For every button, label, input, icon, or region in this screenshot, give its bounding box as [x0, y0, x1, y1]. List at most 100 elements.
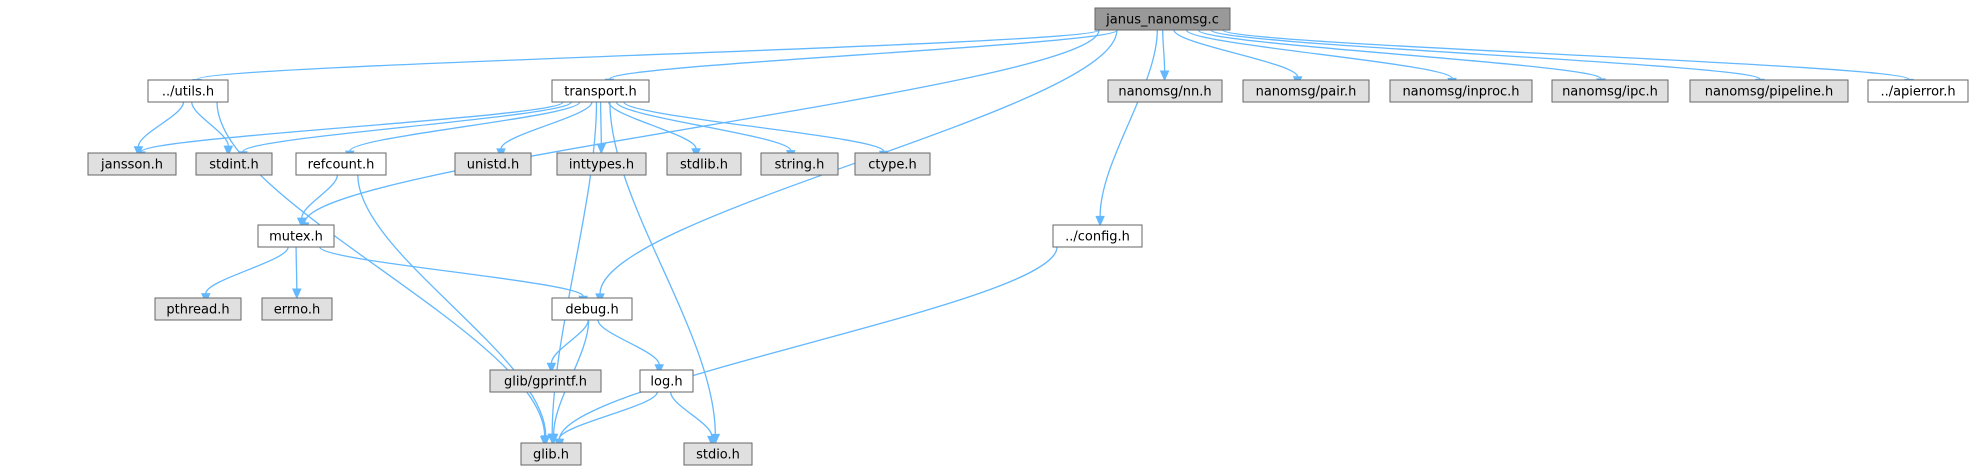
node-label-log: log.h: [650, 375, 682, 390]
node-janus_nanomsg[interactable]: janus_nanomsg.c: [1094, 7, 1231, 31]
node-pair: nanomsg/pair.h: [1242, 79, 1370, 103]
node-box-jansson: [87, 152, 177, 176]
arrowhead-transport-to-inttypes: [596, 143, 607, 155]
node-gprintf: glib/gprintf.h: [489, 369, 602, 393]
arrowhead-refcount-to-glib: [540, 435, 551, 446]
node-label-jansson: jansson.h: [100, 158, 163, 173]
node-label-ctype: ctype.h: [868, 158, 917, 173]
edge-transport-to-jansson: [140, 101, 564, 153]
node-apierror[interactable]: ../apierror.h: [1867, 79, 1969, 103]
node-box-apierror[interactable]: [1867, 79, 1969, 103]
node-debug[interactable]: debug.h: [551, 297, 633, 321]
node-inttypes: inttypes.h: [556, 152, 647, 176]
node-label-pipeline: nanomsg/pipeline.h: [1705, 85, 1833, 100]
node-label-janus_nanomsg: janus_nanomsg.c: [1105, 13, 1219, 28]
node-label-transport: transport.h: [564, 85, 636, 100]
arrowhead-debug-to-log: [654, 364, 664, 375]
edge-transport-to-stdlib: [608, 101, 697, 150]
edge-transport-to-string: [615, 101, 792, 151]
node-string: string.h: [760, 152, 839, 176]
node-box-gprintf: [489, 369, 602, 393]
edge-transport-to-stdint: [242, 101, 572, 153]
node-box-glib: [520, 442, 582, 466]
node-box-config[interactable]: [1052, 224, 1143, 248]
edge-config-to-glib: [558, 246, 1058, 440]
node-label-inproc: nanomsg/inproc.h: [1402, 85, 1519, 100]
node-label-mutex: mutex.h: [269, 230, 323, 245]
node-label-errno: errno.h: [274, 303, 321, 318]
node-pthread: pthread.h: [154, 297, 242, 321]
node-ipc: nanomsg/ipc.h: [1551, 79, 1669, 103]
node-label-stdio: stdio.h: [696, 448, 740, 463]
edge-mutex-to-pthread: [205, 246, 289, 294]
node-label-string: string.h: [775, 158, 825, 173]
node-box-debug[interactable]: [551, 297, 633, 321]
arrowhead-janus_nanomsg-to-config: [1095, 215, 1105, 227]
edge-janus_nanomsg-to-pair: [1173, 29, 1299, 78]
edge-utils-to-glib: [216, 101, 546, 437]
node-label-inttypes: inttypes.h: [569, 158, 634, 173]
node-label-pthread: pthread.h: [166, 303, 229, 318]
node-box-transport[interactable]: [551, 79, 650, 103]
edge-refcount-to-mutex: [301, 174, 339, 219]
node-box-inttypes: [556, 152, 647, 176]
node-box-unistd: [454, 152, 532, 176]
node-log[interactable]: log.h: [639, 369, 694, 393]
edge-debug-to-log: [597, 319, 660, 365]
edge-transport-to-refcount: [349, 101, 581, 152]
node-label-apierror: ../apierror.h: [1880, 85, 1955, 100]
node-box-ctype: [854, 152, 931, 176]
edge-janus_nanomsg-to-inproc: [1185, 29, 1453, 80]
node-config[interactable]: ../config.h: [1052, 224, 1143, 248]
edge-transport-to-ctype: [623, 101, 885, 152]
node-box-errno: [261, 297, 333, 321]
node-box-ipc: [1551, 79, 1669, 103]
edge-janus_nanomsg-to-nn: [1162, 29, 1166, 72]
node-box-refcount[interactable]: [295, 152, 387, 176]
node-label-gprintf: glib/gprintf.h: [504, 375, 587, 390]
node-box-utils[interactable]: [147, 79, 229, 103]
arrowhead-janus_nanomsg-to-nn: [1159, 70, 1170, 82]
edge-log-to-stdio: [669, 391, 713, 437]
arrowhead-mutex-to-errno: [292, 288, 302, 300]
node-stdio: stdio.h: [683, 442, 753, 466]
edge-utils-to-stdint: [191, 101, 229, 147]
node-label-unistd: unistd.h: [467, 158, 520, 173]
edge-janus_nanomsg-to-pipeline: [1210, 29, 1761, 80]
node-box-pipeline: [1689, 79, 1849, 103]
edge-janus_nanomsg-to-transport: [608, 29, 1119, 80]
node-box-stdlib: [666, 152, 742, 176]
node-box-inproc: [1389, 79, 1533, 103]
node-box-janus_nanomsg[interactable]: [1094, 7, 1231, 31]
edge-janus_nanomsg-to-ipc: [1197, 29, 1602, 80]
edge-transport-to-inttypes: [599, 101, 602, 145]
edge-debug-to-gprintf: [550, 319, 589, 364]
node-label-ipc: nanomsg/ipc.h: [1562, 85, 1658, 100]
node-label-stdint: stdint.h: [209, 158, 258, 173]
nodes-layer: janus_nanomsg.c ../utils.h transport.h nano…: [87, 7, 1969, 466]
node-stdint: stdint.h: [195, 152, 273, 176]
node-box-mutex[interactable]: [257, 224, 335, 248]
arrowhead-debug-to-gprintf: [546, 362, 557, 374]
node-label-utils: ../utils.h: [162, 85, 214, 100]
node-label-config: ../config.h: [1065, 230, 1130, 245]
node-label-stdlib: stdlib.h: [680, 158, 728, 173]
arrowhead-utils-to-stdint: [223, 145, 234, 157]
node-box-nn: [1107, 79, 1223, 103]
node-label-nn: nanomsg/nn.h: [1118, 85, 1211, 100]
node-refcount[interactable]: refcount.h: [295, 152, 387, 176]
node-errno: errno.h: [261, 297, 333, 321]
node-label-glib: glib.h: [533, 448, 569, 463]
edge-janus_nanomsg-to-utils: [196, 29, 1100, 81]
node-label-pair: nanomsg/pair.h: [1256, 85, 1357, 100]
node-transport[interactable]: transport.h: [551, 79, 650, 103]
node-utils[interactable]: ../utils.h: [147, 79, 229, 103]
edge-transport-to-stdio: [609, 101, 716, 435]
node-mutex[interactable]: mutex.h: [257, 224, 335, 248]
edge-janus_nanomsg-to-config: [1099, 29, 1158, 217]
node-box-stdio: [683, 442, 753, 466]
edge-mutex-to-errno: [295, 246, 298, 290]
node-box-log[interactable]: [639, 369, 694, 393]
node-unistd: unistd.h: [454, 152, 532, 176]
